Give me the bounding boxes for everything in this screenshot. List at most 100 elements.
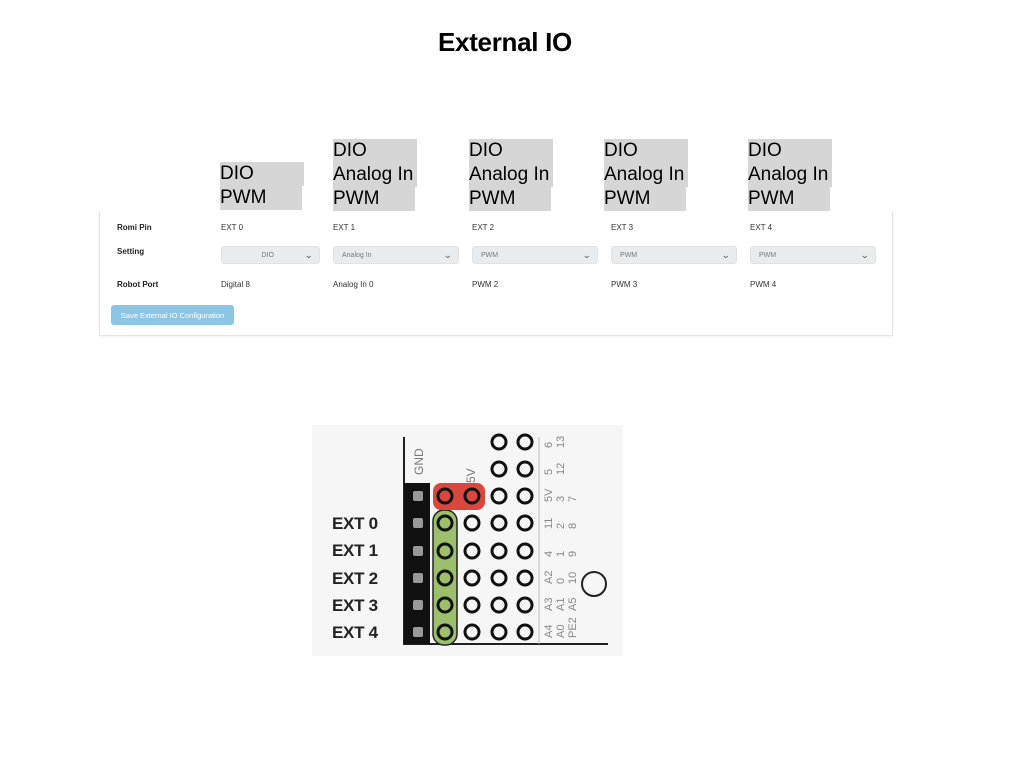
setting-select-value: DIO <box>261 251 274 259</box>
pin-number-label: 5V <box>543 488 555 502</box>
setting-select-ext2[interactable]: PWM ⌄ <box>472 246 598 264</box>
setting-select-value: Analog In <box>342 251 372 259</box>
pin-number-label: 10 <box>567 572 579 584</box>
chevron-down-icon: ⌄ <box>304 249 314 260</box>
option-dio: DIO <box>604 139 688 163</box>
setting-select-value: PWM <box>620 251 638 259</box>
header-pin <box>463 487 481 505</box>
option-stack-ext0: DIO PWM <box>220 162 304 210</box>
chevron-down-icon: ⌄ <box>721 249 731 260</box>
romi-pin-ext3: EXT 3 <box>611 223 634 232</box>
header-pin <box>463 569 481 587</box>
pin-number-label: 11 <box>543 518 555 529</box>
setting-select-value: PWM <box>759 251 777 259</box>
gnd-pins <box>413 491 423 637</box>
chevron-down-icon: ⌄ <box>582 249 592 260</box>
option-stack-ext3: DIO Analog In PWM <box>604 139 688 211</box>
setting-label: Setting <box>117 247 145 256</box>
romi-pin-ext2: EXT 2 <box>472 223 495 232</box>
header-pin <box>490 514 508 532</box>
header-pin <box>490 487 508 505</box>
ext0-label: EXT 0 <box>332 514 378 533</box>
header-pin <box>516 623 534 641</box>
pin-number-label: A4 <box>543 625 555 638</box>
setting-select-ext1[interactable]: Analog In ⌄ <box>333 246 459 264</box>
option-dio: DIO <box>220 162 304 186</box>
gnd-pin <box>413 491 423 501</box>
setting-select-ext4[interactable]: PWM ⌄ <box>750 246 876 264</box>
ext3-label: EXT 3 <box>332 596 378 615</box>
pin-number-label: 4 <box>543 551 555 557</box>
header-pin <box>436 487 454 505</box>
save-external-io-button[interactable]: Save External IO Configuration <box>111 305 234 325</box>
header-pin <box>463 623 481 641</box>
page-title: External IO <box>438 27 572 57</box>
header-pin <box>516 487 534 505</box>
header-pin <box>516 542 534 560</box>
header-pin <box>490 460 508 478</box>
option-analog-in: Analog In <box>469 163 553 187</box>
gnd-pin <box>413 546 423 556</box>
header-pin <box>463 542 481 560</box>
ext4-label: EXT 4 <box>332 623 378 642</box>
gnd-label: GND <box>412 448 426 475</box>
robot-port-ext0: Digital 8 <box>221 280 250 289</box>
pin-number-label: 2 <box>555 523 567 529</box>
pin-number-label: 6 <box>543 442 555 448</box>
gnd-header-strip <box>404 483 430 644</box>
pin-number-label: 0 <box>555 578 567 584</box>
option-dio: DIO <box>748 139 832 163</box>
pin-number-label: 13 <box>555 436 567 448</box>
romi-pin-ext0: EXT 0 <box>221 223 244 232</box>
romi-pin-ext1: EXT 1 <box>333 223 356 232</box>
header-pin <box>436 514 454 532</box>
five-v-highlight <box>433 483 485 510</box>
header-pin <box>516 433 534 451</box>
setting-select-ext0[interactable]: DIO ⌄ <box>221 246 320 264</box>
option-pwm: PWM <box>604 187 686 211</box>
chevron-down-icon: ⌄ <box>443 249 453 260</box>
robot-port-ext1: Analog In 0 <box>333 280 374 289</box>
option-dio: DIO <box>469 139 553 163</box>
setting-select-ext3[interactable]: PWM ⌄ <box>611 246 737 264</box>
setting-select-value: PWM <box>481 251 499 259</box>
header-pin <box>490 542 508 560</box>
header-pin <box>436 623 454 641</box>
option-pwm: PWM <box>469 187 551 211</box>
five-v-label: 5V <box>464 468 478 483</box>
header-pin <box>490 596 508 614</box>
option-dio: DIO <box>333 139 417 163</box>
gnd-pin <box>413 600 423 610</box>
gnd-pin <box>413 573 423 583</box>
pin-grid <box>436 433 534 641</box>
robot-port-label: Robot Port <box>117 280 159 289</box>
ext2-label: EXT 2 <box>332 569 378 588</box>
pin-number-label: 1 <box>555 551 567 557</box>
pin-number-label: 3 <box>555 496 567 502</box>
robot-port-ext4: PWM 4 <box>750 280 777 289</box>
option-pwm: PWM <box>748 187 830 211</box>
header-pin <box>516 596 534 614</box>
pin-number-label: A3 <box>543 598 555 611</box>
mounting-hole <box>581 571 607 597</box>
gnd-pin <box>413 627 423 637</box>
pin-number-label: A2 <box>543 571 555 584</box>
header-pin <box>436 569 454 587</box>
pin-number-label: A0 <box>555 625 567 638</box>
pin-number-label: 12 <box>555 463 567 475</box>
romi-pin-label: Romi Pin <box>117 223 152 232</box>
pin-number-label: 8 <box>567 523 579 529</box>
header-pin <box>436 542 454 560</box>
header-pin <box>516 514 534 532</box>
option-analog-in: Analog In <box>333 163 417 187</box>
external-io-config-card: Romi Pin Setting Robot Port EXT 0 EXT 1 … <box>99 211 893 336</box>
option-pwm: PWM <box>220 186 302 210</box>
option-analog-in: Analog In <box>604 163 688 187</box>
option-stack-ext4: DIO Analog In PWM <box>748 139 832 211</box>
header-pin <box>490 623 508 641</box>
option-stack-ext2: DIO Analog In PWM <box>469 139 553 211</box>
header-pin <box>463 596 481 614</box>
header-pin <box>490 433 508 451</box>
